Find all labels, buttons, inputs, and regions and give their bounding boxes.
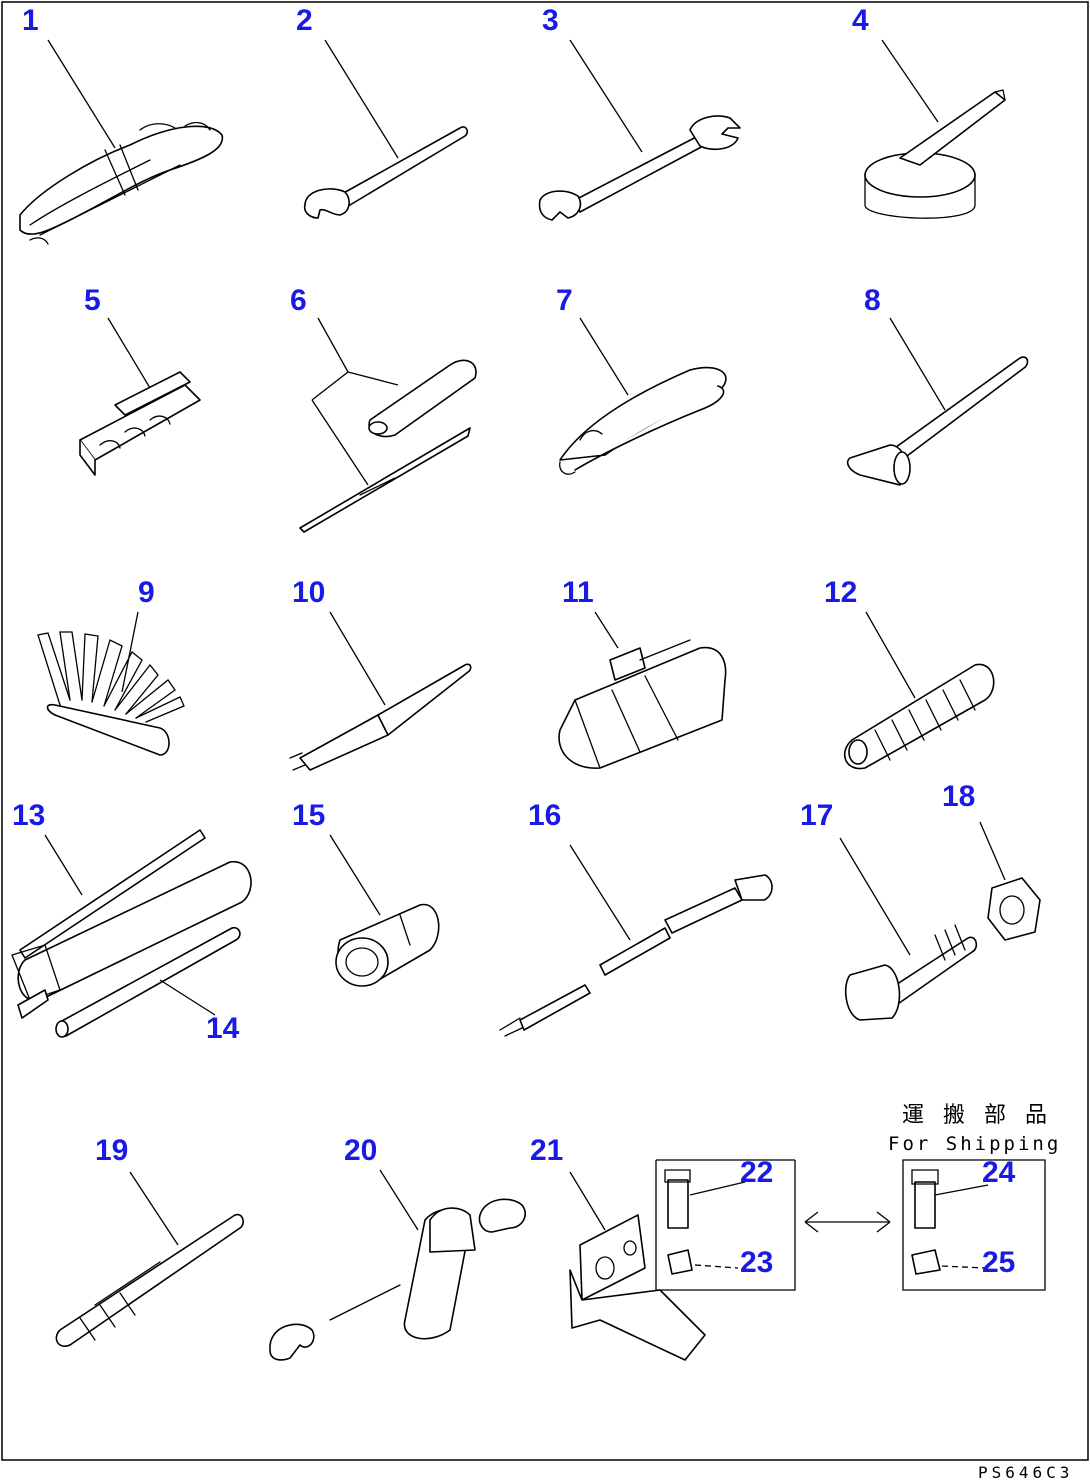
part-5-socket-set-drawing [79, 371, 201, 476]
part-1-wrench-set-drawing [19, 121, 224, 245]
part-6-screwdriver-drawing [299, 359, 477, 533]
callout-15: 15 [292, 799, 325, 832]
part-21-bracket-drawing [569, 1214, 706, 1361]
callout-6: 6 [290, 284, 307, 317]
part-2-spanner-drawing [303, 126, 468, 219]
leader-lines [44, 39, 1006, 1246]
shipping-box-right [902, 1159, 1046, 1291]
part-11-tool-bag-drawing [558, 639, 727, 769]
callout-7: 7 [556, 284, 573, 317]
shipping-caption-jp: 運 搬 部 品 [902, 1103, 1053, 1128]
part-12-spring-drawing [843, 663, 995, 770]
part-7-pliers-drawing [559, 366, 727, 475]
callout-19: 19 [95, 1134, 128, 1167]
part-19-nozzle-drawing [55, 1213, 244, 1347]
part-16-hose-drawing [499, 874, 773, 1037]
double-arrow [804, 1211, 891, 1233]
part-4-filter-wrench-drawing [864, 89, 1006, 219]
callout-17: 17 [800, 799, 833, 832]
shipping-caption-en: For Shipping [888, 1133, 1061, 1155]
callout-23: 23 [740, 1246, 773, 1279]
callout-5: 5 [84, 284, 101, 317]
part-13-grease-gun-drawing [11, 829, 252, 1019]
callout-22: 22 [740, 1156, 773, 1189]
callout-21: 21 [530, 1134, 563, 1167]
callout-12: 12 [824, 576, 857, 609]
callout-13: 13 [12, 799, 45, 832]
callout-20: 20 [344, 1134, 377, 1167]
part-17-bolt-drawing [844, 924, 978, 1021]
callout-numbers: 1 2 3 4 5 6 7 8 9 10 11 12 13 14 15 16 1… [12, 4, 1016, 1279]
part-18-nut-drawing [987, 877, 1041, 941]
callout-18: 18 [942, 780, 975, 813]
callout-24: 24 [982, 1156, 1016, 1189]
callout-4: 4 [852, 4, 869, 37]
part-15-socket-drawing [335, 903, 440, 987]
part-8-hammer-drawing [846, 356, 1029, 486]
part-10-scraper-drawing [289, 663, 472, 771]
shipping-box-left [655, 1159, 796, 1291]
callout-9: 9 [138, 576, 155, 609]
drawing-code: PS646C3 [978, 1463, 1073, 1482]
callout-10: 10 [292, 576, 325, 609]
part-3-spanner-drawing [538, 115, 741, 221]
part-20-hoist-drawing [269, 1198, 526, 1361]
callout-11: 11 [562, 576, 594, 609]
callout-14: 14 [206, 1012, 240, 1045]
part-9-feeler-gauge-drawing [37, 631, 185, 756]
callout-8: 8 [864, 284, 881, 317]
callout-25: 25 [982, 1246, 1015, 1279]
part-14-extension-bar-drawing [55, 926, 241, 1038]
callout-1: 1 [22, 4, 39, 37]
callout-16: 16 [528, 799, 561, 832]
callout-3: 3 [542, 4, 559, 37]
callout-2: 2 [296, 4, 313, 37]
